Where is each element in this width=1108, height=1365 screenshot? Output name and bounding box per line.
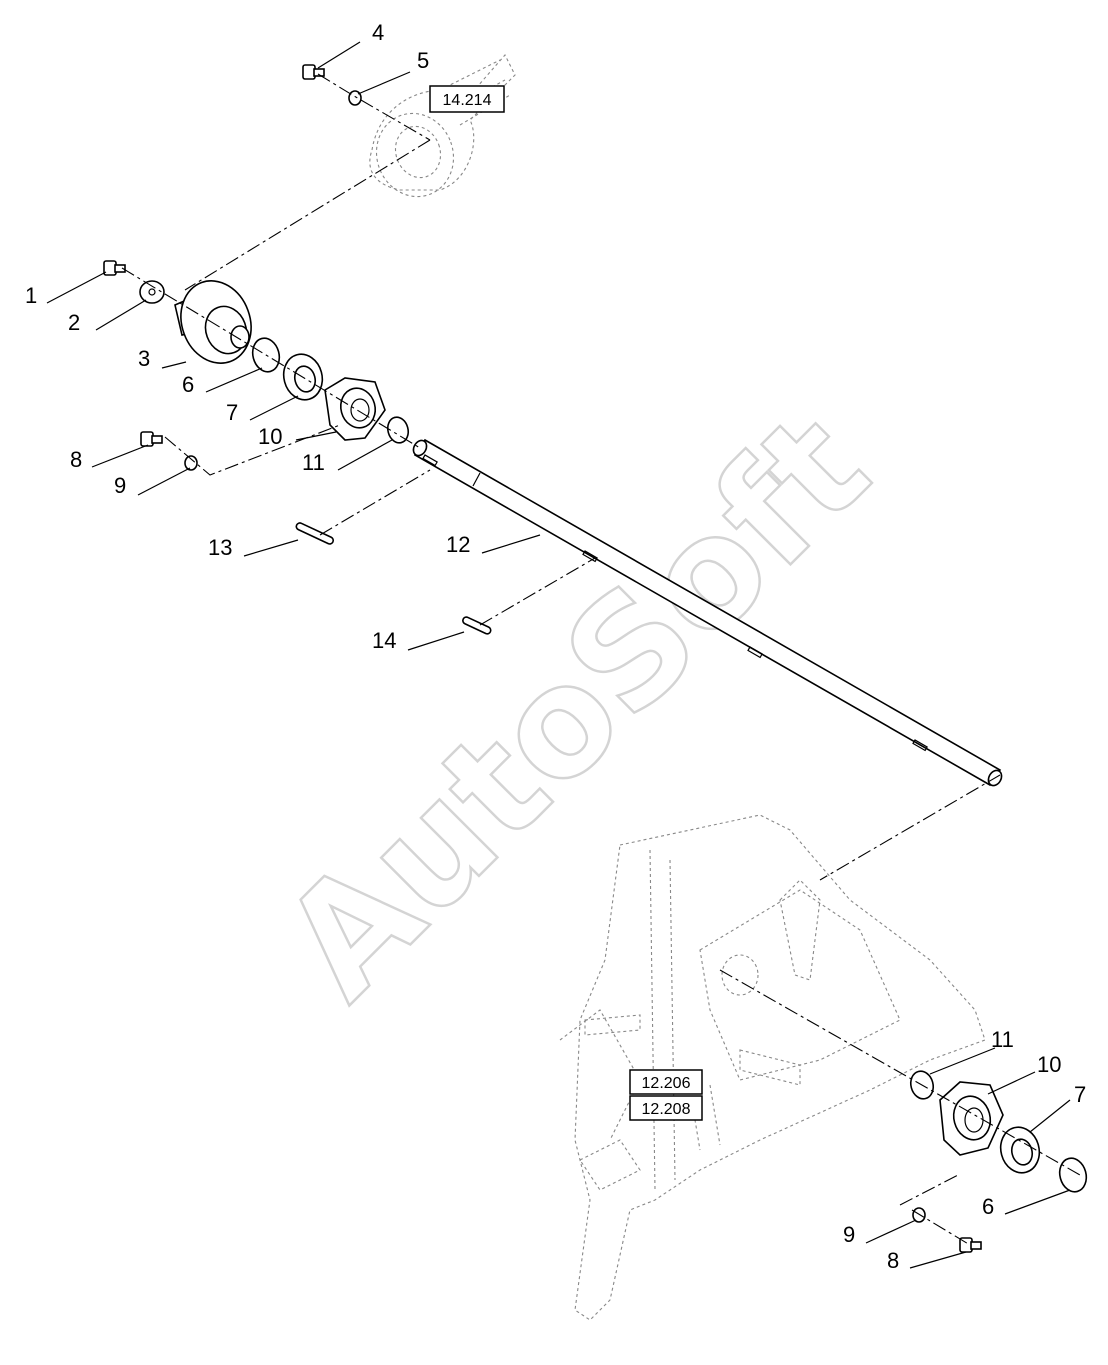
bolt-8-upper [140, 431, 163, 447]
assembly-lines [121, 73, 1081, 1246]
callout-11-upper: 11 [302, 450, 325, 475]
callouts: 4 5 1 2 3 6 7 10 11 8 9 13 12 14 11 10 7… [25, 20, 1086, 1273]
pulley-reference [369, 54, 516, 198]
flange-10-upper [324, 377, 386, 441]
ref-box-frame-1 [629, 1069, 703, 1095]
shaft-12 [412, 438, 1003, 787]
callout-7-lower: 7 [1074, 1082, 1086, 1107]
washer-5 [348, 90, 362, 106]
callout-3: 3 [138, 346, 150, 371]
callout-4: 4 [372, 20, 384, 45]
flange-10-lower [939, 1081, 1004, 1156]
callout-1: 1 [25, 283, 37, 308]
key-14 [462, 616, 492, 635]
bolt-4 [302, 64, 325, 80]
callout-10-upper: 10 [258, 424, 282, 449]
bearing-7-lower [999, 1126, 1041, 1174]
ref-box-frame-2 [629, 1095, 703, 1121]
callout-14: 14 [372, 628, 396, 653]
bolt-1 [103, 260, 126, 276]
ref-label-frame-1: 12.206 [642, 1075, 691, 1092]
callout-9-lower: 9 [843, 1222, 855, 1247]
callout-7-upper: 7 [226, 400, 238, 425]
ref-box-top [429, 85, 505, 113]
callout-8-upper: 8 [70, 447, 82, 472]
frame-reference [559, 814, 986, 1321]
callout-13: 13 [208, 535, 232, 560]
callout-11-lower: 11 [991, 1027, 1014, 1052]
callout-9-upper: 9 [114, 473, 126, 498]
ref-label-top: 14.214 [443, 92, 492, 109]
bushing-11-upper [386, 416, 410, 444]
callout-12: 12 [446, 532, 470, 557]
callout-6-upper: 6 [182, 372, 194, 397]
callout-10-lower: 10 [1037, 1052, 1061, 1077]
bolt-8-lower [959, 1237, 982, 1253]
hub-3 [174, 280, 252, 364]
snap-ring-6-lower [1058, 1157, 1088, 1193]
leader-lines [46, 41, 1071, 1269]
washer-9-lower [912, 1207, 926, 1223]
key-13 [295, 522, 335, 545]
callout-6-lower: 6 [982, 1194, 994, 1219]
callout-2: 2 [68, 310, 80, 335]
watermark: AutoSoft [251, 381, 901, 1031]
washer-2 [139, 280, 165, 304]
washer-9-upper [184, 455, 198, 471]
callout-8-lower: 8 [887, 1248, 899, 1273]
ref-label-frame-2: 12.208 [642, 1101, 691, 1118]
callout-5: 5 [417, 48, 429, 73]
